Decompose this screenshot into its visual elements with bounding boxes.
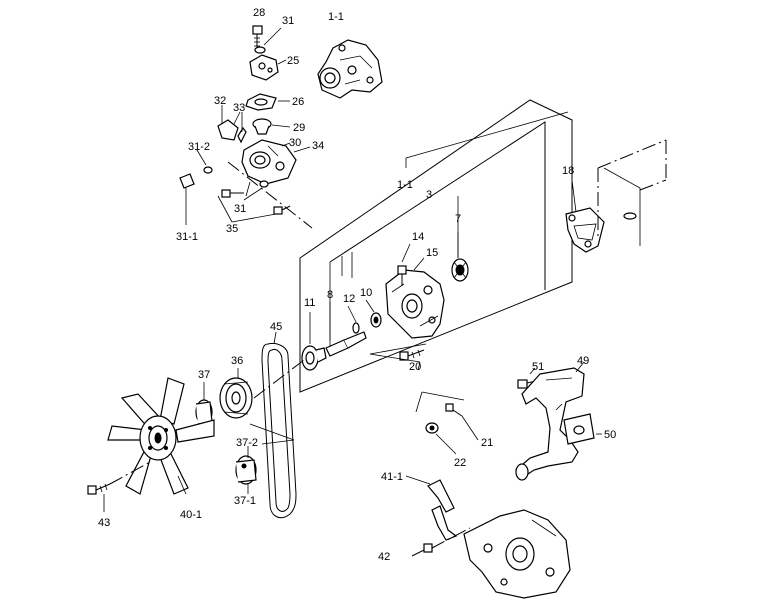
seal-12 bbox=[352, 322, 360, 334]
gear-case-cover bbox=[463, 509, 571, 599]
label-37-2: 37-2 bbox=[236, 437, 258, 449]
label-35: 35 bbox=[226, 223, 238, 235]
label-14: 14 bbox=[412, 231, 424, 243]
washer-31-mid bbox=[259, 180, 269, 188]
idler-37-1 bbox=[235, 455, 257, 485]
water-pump-assembly-1-1 bbox=[317, 39, 383, 99]
spacer-37 bbox=[195, 399, 213, 425]
label-31a: 31 bbox=[282, 15, 294, 27]
bolt-20 bbox=[399, 349, 425, 361]
label-37-1: 37-1 bbox=[234, 495, 256, 507]
pin-33 bbox=[237, 126, 247, 144]
cooling-fan-40-1 bbox=[107, 377, 215, 495]
seal-10 bbox=[370, 312, 382, 328]
label-1-1b: 1-1 bbox=[397, 179, 413, 191]
gasket-26 bbox=[245, 93, 277, 111]
bolt-35-a bbox=[221, 189, 244, 198]
pulley-36 bbox=[219, 377, 253, 419]
label-25: 25 bbox=[287, 55, 299, 67]
label-31-1: 31-1 bbox=[176, 231, 198, 243]
bolt-28 bbox=[252, 25, 263, 50]
label-45: 45 bbox=[270, 321, 282, 333]
label-31-2: 31-2 bbox=[188, 141, 210, 153]
label-3: 3 bbox=[426, 189, 432, 201]
bracket-32 bbox=[217, 119, 239, 141]
label-40-1: 40-1 bbox=[180, 509, 202, 521]
label-42: 42 bbox=[378, 551, 390, 563]
label-51: 51 bbox=[532, 361, 544, 373]
label-20: 20 bbox=[409, 361, 421, 373]
label-33: 33 bbox=[233, 102, 245, 114]
bolt-21 bbox=[445, 403, 463, 417]
label-34: 34 bbox=[312, 140, 324, 152]
label-43: 43 bbox=[98, 517, 110, 529]
impeller-7 bbox=[451, 258, 469, 282]
label-29: 29 bbox=[293, 122, 305, 134]
label-37: 37 bbox=[198, 369, 210, 381]
label-21: 21 bbox=[481, 437, 493, 449]
label-15: 15 bbox=[426, 247, 438, 259]
label-7: 7 bbox=[455, 213, 461, 225]
flange-11 bbox=[301, 345, 327, 371]
label-31b: 31 bbox=[234, 203, 246, 215]
label-28: 28 bbox=[253, 7, 265, 19]
bolt-43 bbox=[87, 483, 111, 495]
bracket-41-1 bbox=[427, 479, 458, 541]
label-30: 30 bbox=[289, 137, 301, 149]
label-11: 11 bbox=[304, 297, 315, 309]
label-8: 8 bbox=[327, 289, 333, 301]
thermostat-housing-30 bbox=[241, 139, 297, 185]
v-belt-45 bbox=[261, 343, 297, 519]
label-12: 12 bbox=[343, 293, 355, 305]
housing-25 bbox=[249, 54, 279, 81]
label-50: 50 bbox=[604, 429, 616, 441]
label-26: 26 bbox=[292, 96, 304, 108]
label-1-1a: 1-1 bbox=[328, 11, 344, 23]
water-pump-body bbox=[385, 265, 445, 339]
label-49: 49 bbox=[577, 355, 589, 367]
bolt-35-b bbox=[273, 205, 291, 215]
label-18: 18 bbox=[562, 165, 574, 177]
cap-31-2 bbox=[203, 166, 213, 174]
label-10: 10 bbox=[360, 287, 372, 299]
gasket-18 bbox=[565, 207, 605, 253]
label-32: 32 bbox=[214, 95, 226, 107]
plug-31-1 bbox=[179, 173, 195, 189]
gasket-50 bbox=[563, 413, 595, 445]
bolt-42 bbox=[411, 543, 433, 557]
label-22: 22 bbox=[454, 457, 466, 469]
shaft-8 bbox=[325, 331, 367, 357]
label-36: 36 bbox=[231, 355, 243, 367]
thermostat-29 bbox=[252, 118, 272, 135]
label-41-1: 41-1 bbox=[381, 471, 403, 483]
engine-block-outline bbox=[597, 139, 667, 246]
washer-31-top bbox=[254, 46, 266, 54]
water-pipe-49 bbox=[515, 367, 585, 481]
nut-22 bbox=[425, 422, 439, 434]
